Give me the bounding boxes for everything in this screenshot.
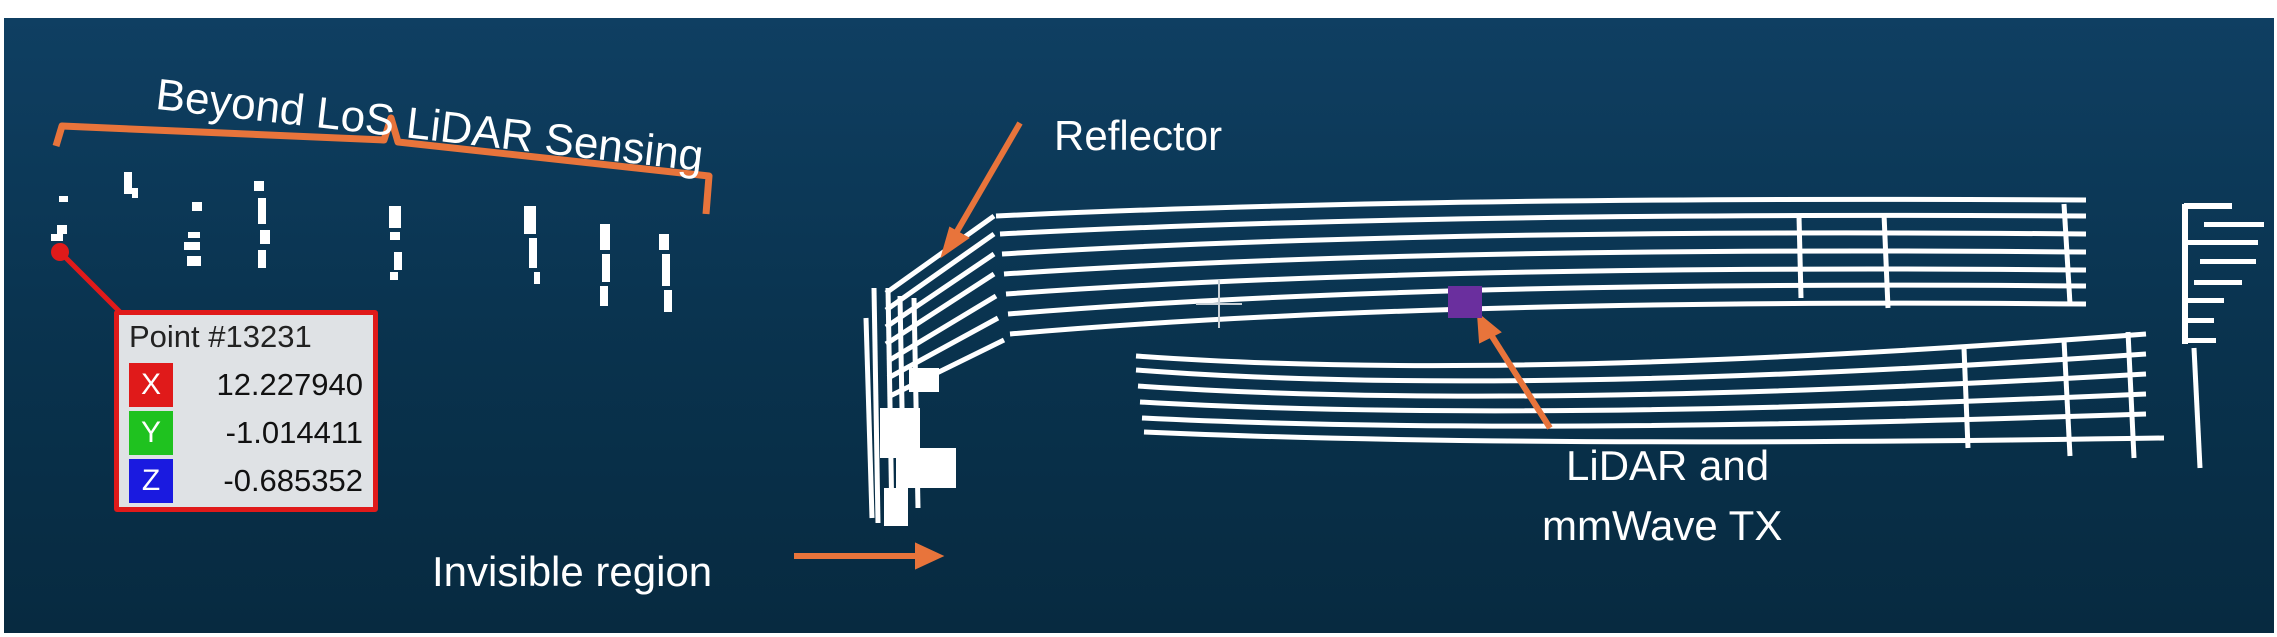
x-tag: X [129, 363, 173, 407]
beyond-los-points [51, 172, 672, 312]
point-info-title: Point #13231 [129, 319, 312, 354]
point-info-panel: Point #13231 X 12.227940 Y -1.014411 Z -… [114, 310, 378, 512]
selected-point-leader [58, 250, 124, 316]
invisible-region-label: Invisible region [432, 548, 713, 595]
coord-row-z: Z -0.685352 [129, 459, 369, 503]
z-tag: Z [129, 459, 173, 503]
tx-arrow [1485, 328, 1553, 430]
reflector-points [863, 213, 1006, 524]
z-value: -0.685352 [223, 463, 363, 498]
lower-scan-lines [1135, 331, 2203, 469]
y-value: -1.014411 [225, 415, 363, 450]
tx-marker-icon[interactable] [1448, 286, 1482, 318]
point-cloud-canvas [51, 114, 2264, 570]
tx-label-line2: mmWave TX [1542, 502, 1783, 549]
crosshair-icon [1196, 280, 1242, 328]
tx-label-line1: LiDAR and [1566, 442, 1770, 489]
selected-point-icon[interactable] [51, 243, 69, 261]
los-bracket [52, 114, 713, 215]
reflector-arrow [949, 121, 1023, 242]
coord-row-y: Y -1.014411 [129, 411, 369, 455]
upper-scan-lines [995, 196, 2087, 337]
x-value: 12.227940 [216, 367, 363, 402]
right-edge-points [2182, 203, 2264, 344]
reflector-label: Reflector [1054, 112, 1223, 159]
coord-row-x: X 12.227940 [129, 363, 369, 407]
annotation-arrows [794, 121, 1553, 570]
y-tag: Y [129, 411, 173, 455]
reflector-blob [880, 368, 956, 526]
lidar-point-cloud-scene: Beyond LoS LiDAR Sensing Reflector Invis… [4, 18, 2274, 633]
